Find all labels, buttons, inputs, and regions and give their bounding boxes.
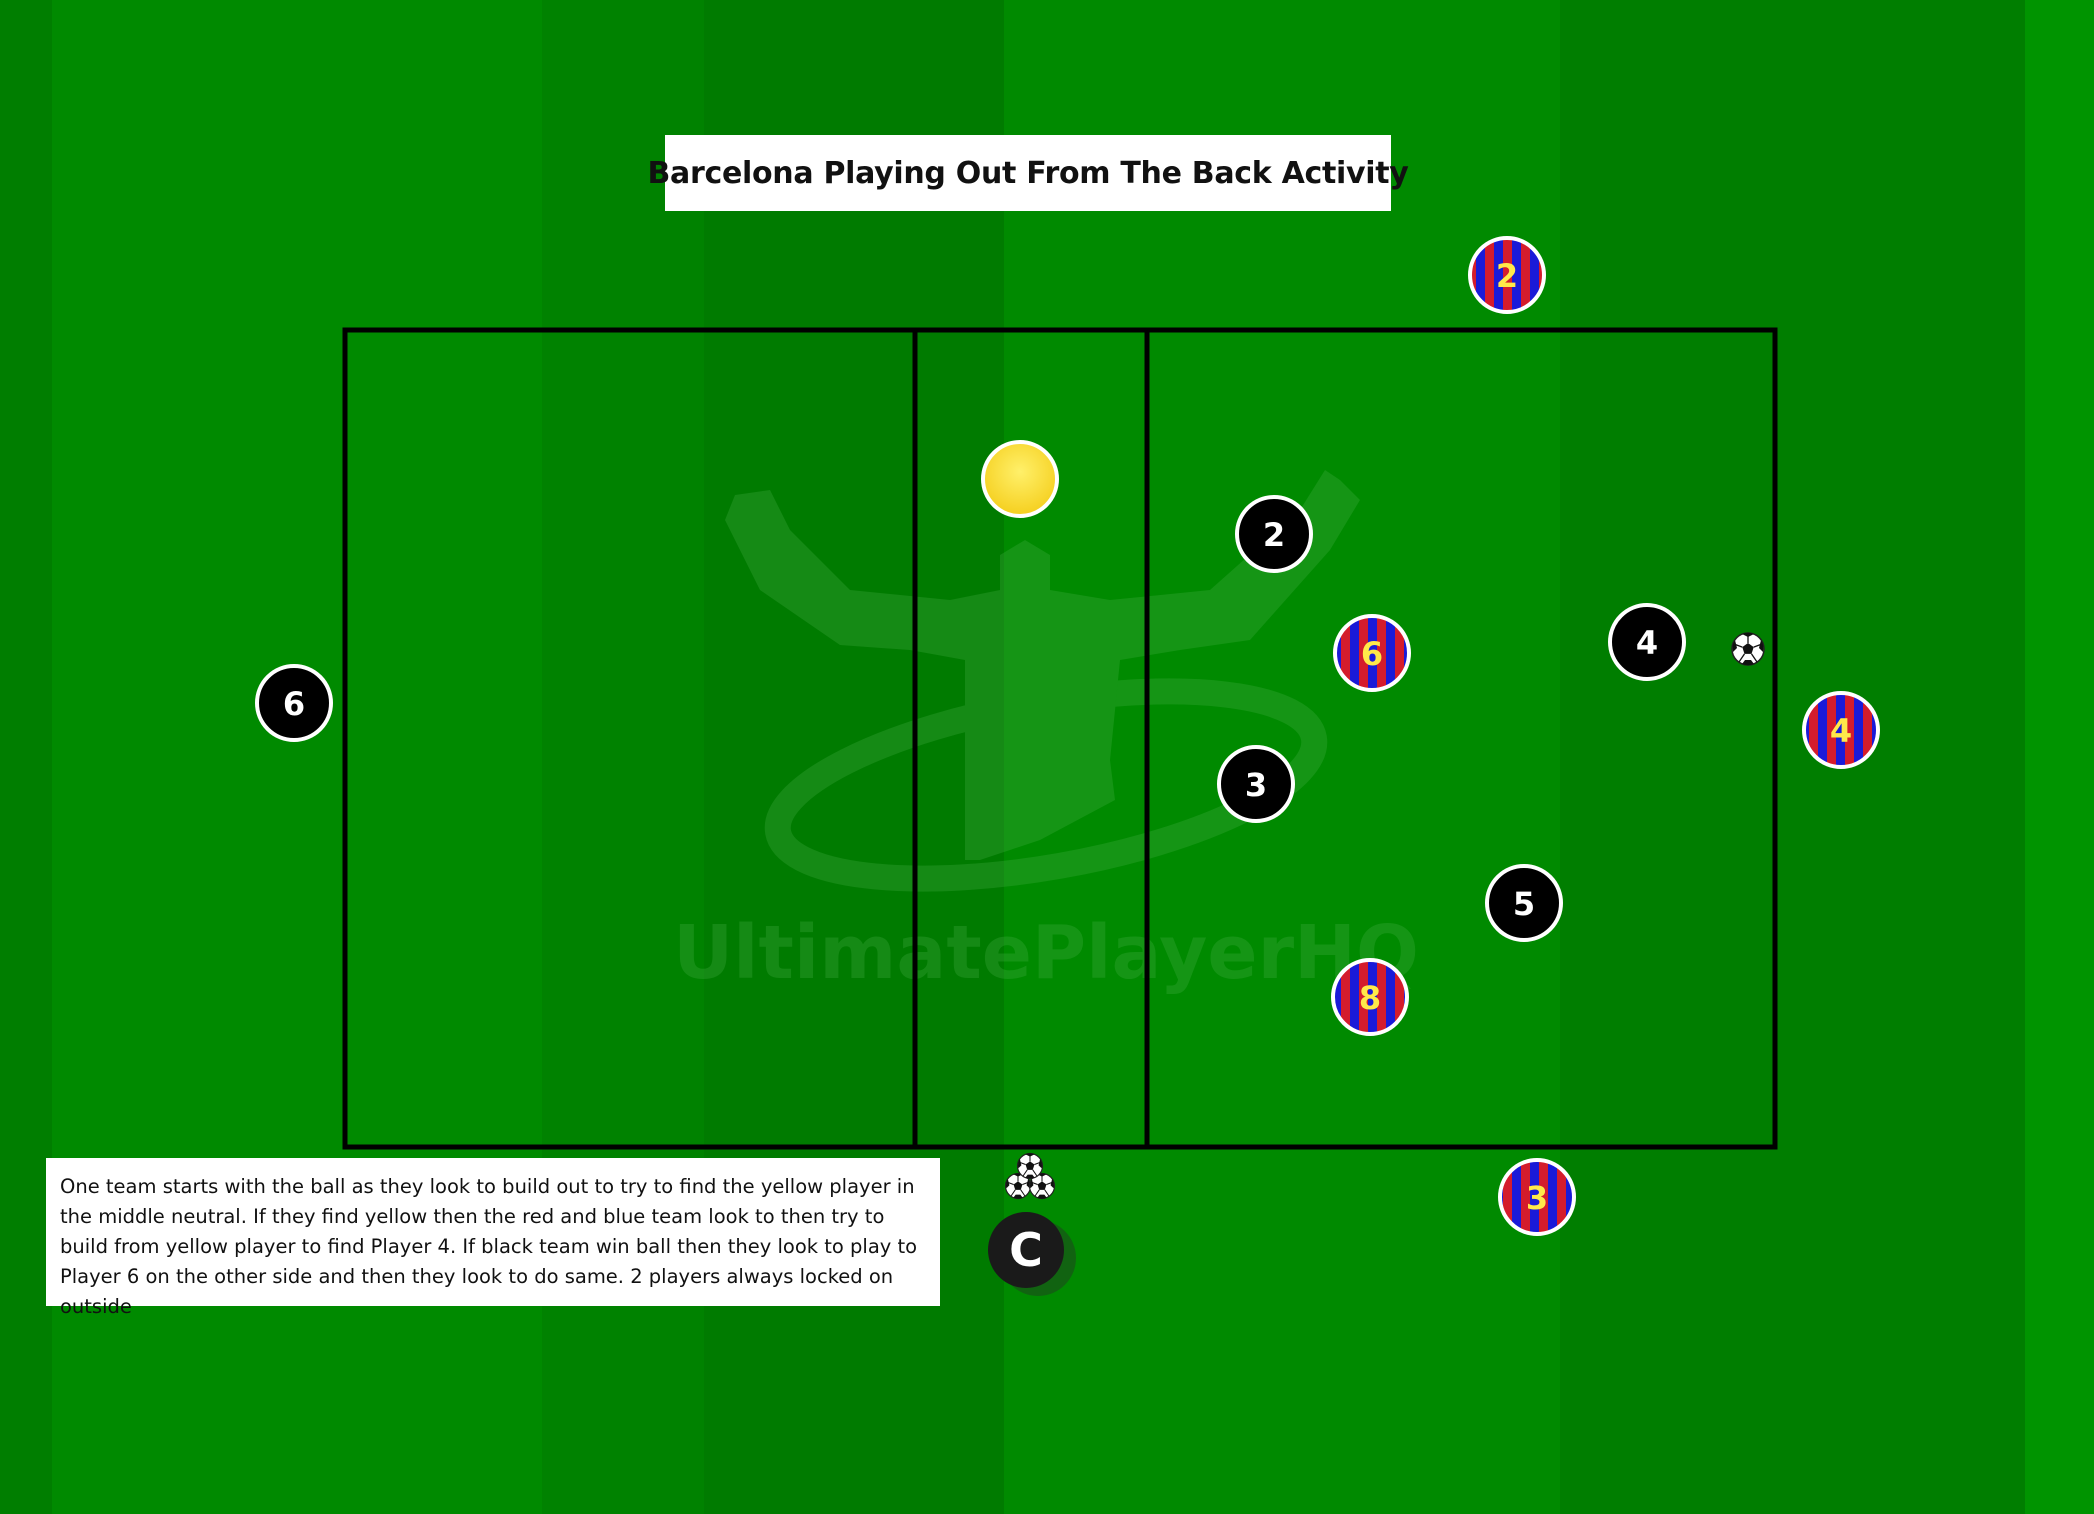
player-number: 3 xyxy=(1245,766,1267,804)
title-box: Barcelona Playing Out From The Back Acti… xyxy=(647,135,1409,211)
player-number: 8 xyxy=(1359,979,1381,1017)
barca-player-3[interactable]: 3 xyxy=(1498,1158,1576,1236)
player-number: 4 xyxy=(1636,624,1658,662)
field-outline xyxy=(342,327,1778,1150)
player-number: 2 xyxy=(1496,257,1518,295)
neutral-yellow-player[interactable] xyxy=(981,440,1059,518)
coach-label: C xyxy=(1009,1223,1043,1277)
black-player-5[interactable]: 5 xyxy=(1485,864,1563,942)
player-number: 6 xyxy=(283,685,305,723)
grass-stripe xyxy=(2025,0,2094,1514)
player-number: 6 xyxy=(1361,635,1383,673)
diagram-title: Barcelona Playing Out From The Back Acti… xyxy=(647,155,1409,191)
player-number: 2 xyxy=(1263,516,1285,554)
barca-player-6[interactable]: 6 xyxy=(1333,614,1411,692)
black-player-2[interactable]: 2 xyxy=(1235,495,1313,573)
field-lines xyxy=(342,327,1778,1150)
black-player-3[interactable]: 3 xyxy=(1217,745,1295,823)
soccer-ball-icon[interactable] xyxy=(1731,632,1765,666)
player-number: 5 xyxy=(1513,885,1535,923)
player-number: 3 xyxy=(1526,1179,1548,1217)
grass-stripe xyxy=(0,0,52,1514)
barca-player-4[interactable]: 4 xyxy=(1802,691,1880,769)
player-number: 4 xyxy=(1830,712,1852,750)
grass-stripe xyxy=(1560,0,2025,1514)
black-player-6[interactable]: 6 xyxy=(255,664,333,742)
watermark-logo: UltimatePlayerHQ xyxy=(673,470,1419,996)
barca-player-2[interactable]: 2 xyxy=(1468,236,1546,314)
watermark-text: UltimatePlayerHQ xyxy=(673,910,1419,996)
coach-marker[interactable]: C xyxy=(988,1212,1076,1296)
barca-player-8[interactable]: 8 xyxy=(1331,958,1409,1036)
activity-description: One team starts with the ball as they lo… xyxy=(60,1175,918,1318)
black-player-4[interactable]: 4 xyxy=(1608,603,1686,681)
description-box: One team starts with the ball as they lo… xyxy=(46,1158,940,1318)
